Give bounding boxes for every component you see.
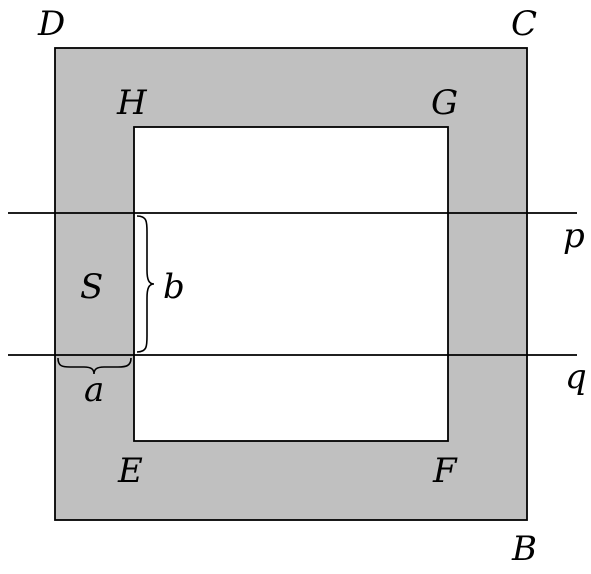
- line-label-p: p: [563, 216, 585, 256]
- brace-a: [57, 357, 132, 375]
- vertex-label-e: E: [117, 451, 143, 491]
- vertex-label-g: G: [431, 83, 458, 123]
- line-label-q: q: [565, 357, 587, 397]
- vertex-label-d: D: [37, 4, 65, 44]
- vertex-label-f: F: [432, 451, 458, 491]
- dimension-label-b: b: [163, 267, 185, 307]
- vertex-label-c: C: [511, 4, 537, 44]
- region-label-s: S: [80, 267, 103, 307]
- inner-square: [133, 126, 449, 442]
- dimension-label-a: a: [84, 370, 104, 410]
- brace-b: [136, 215, 155, 353]
- vertex-label-h: H: [116, 83, 148, 123]
- vertex-label-b: B: [511, 529, 537, 569]
